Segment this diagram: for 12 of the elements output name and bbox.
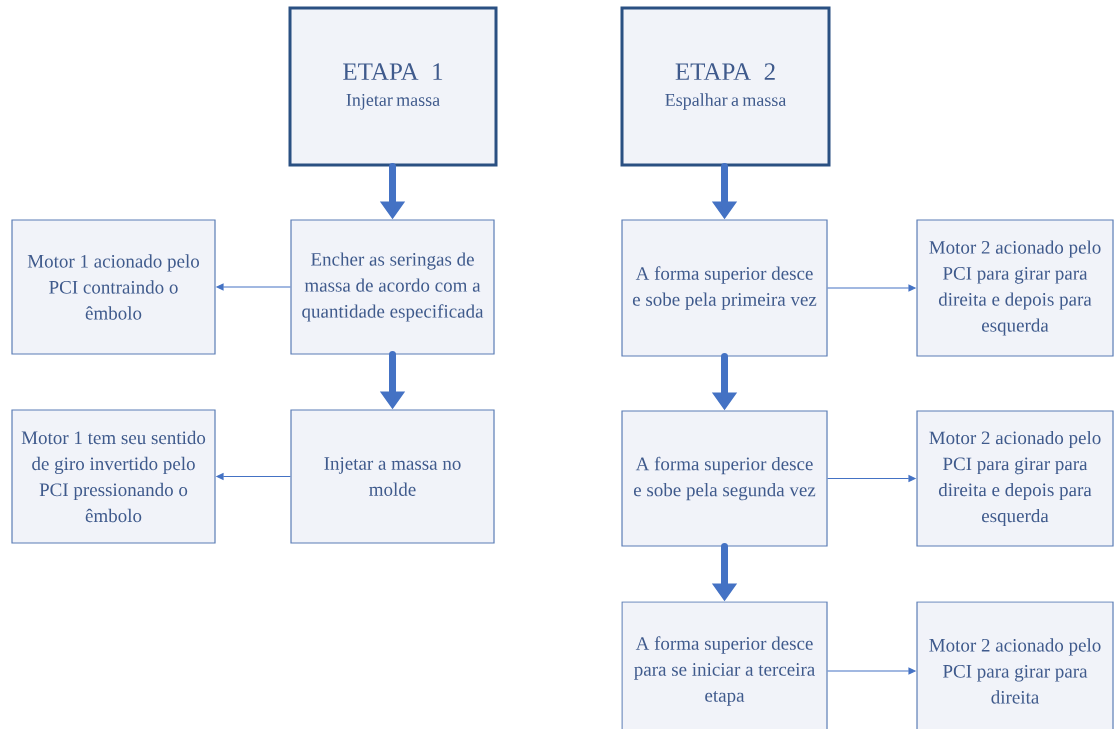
process-box: Motor 2 acionado pelo PCI para girar para direita e depois para esquerda	[916, 219, 1114, 357]
stage-box: ETAPA 1 Injetar massa	[288, 6, 498, 167]
process-box: Motor 2 acionado pelo PCI para girar para direita e depois para esquerda	[916, 410, 1114, 547]
process-box: Motor 1 acionado pelo PCI contraindo o êmbolo	[11, 219, 216, 355]
stage-box: ETAPA 2 Espalhar a massa	[620, 6, 831, 167]
process-box: A forma superior desce para se iniciar a terceira etapa	[621, 601, 828, 729]
process-box: Encher as seringas de massa de acordo com a quantidade especificada	[290, 219, 495, 355]
process-box: Motor 1 tem seu sentido de giro invertido pelo PCI pressionando o êmbolo	[11, 409, 216, 544]
process-box: A forma superior desce e sobe pela primeira vez	[621, 219, 828, 357]
process-box: Motor 2 acionado pelo PCI para girar para direita	[916, 601, 1114, 729]
process-box: Injetar a massa no molde	[290, 409, 495, 544]
process-box: A forma superior desce e sobe pela segunda vez	[621, 410, 828, 547]
